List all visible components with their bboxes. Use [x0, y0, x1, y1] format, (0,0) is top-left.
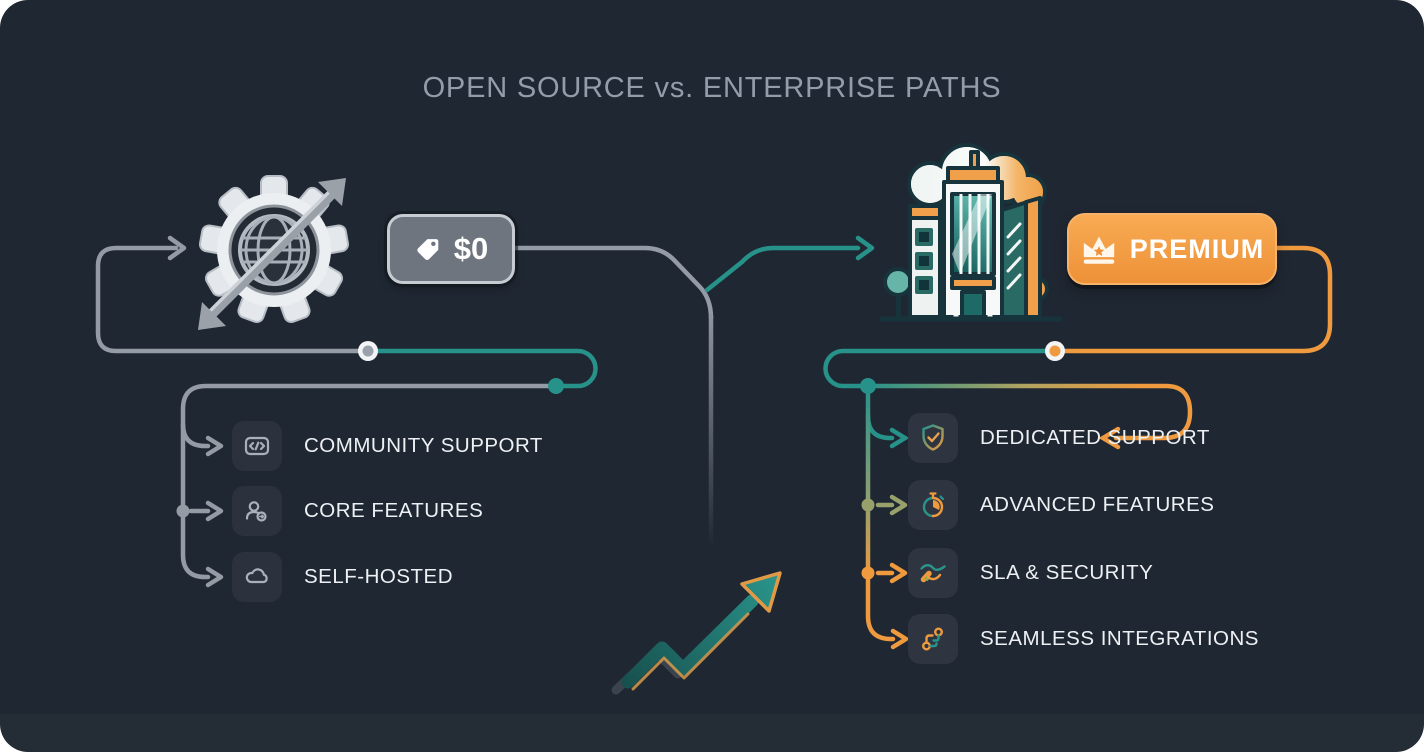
feature-icon-tile — [908, 413, 958, 463]
feature-row: SLA & SECURITY — [908, 548, 1153, 598]
shield-check-icon — [922, 424, 944, 451]
feature-label: CORE FEATURES — [304, 499, 484, 522]
feature-row: CORE FEATURES — [232, 486, 483, 536]
junction-dots — [176, 341, 1065, 580]
middle-split-connector — [513, 235, 875, 551]
cloud-icon — [245, 568, 268, 584]
premium-badge: PREMIUM — [1067, 213, 1277, 285]
feature-row: DEDICATED SUPPORT — [908, 413, 1210, 463]
feature-icon-tile — [908, 614, 958, 664]
user-plus-icon — [245, 501, 267, 522]
feature-label: COMMUNITY SUPPORT — [304, 434, 543, 457]
crown-icon — [1083, 236, 1114, 264]
feature-label: ADVANCED FEATURES — [980, 493, 1215, 516]
feature-row: SELF-HOSTED — [232, 552, 453, 602]
integrations-icon — [921, 627, 944, 651]
gear-globe-icon — [198, 175, 350, 330]
feature-row: SEAMLESS INTEGRATIONS — [908, 614, 1259, 664]
feature-label: SEAMLESS INTEGRATIONS — [980, 627, 1259, 650]
price-tag-icon — [417, 239, 439, 261]
feature-label: SELF-HOSTED — [304, 565, 454, 588]
page-title: OPEN SOURCE vs. ENTERPRISE PATHS — [422, 72, 1002, 104]
feature-row: ADVANCED FEATURES — [908, 480, 1214, 530]
feature-label: SLA & SECURITY — [980, 561, 1154, 584]
stopwatch-icon — [922, 492, 945, 518]
premium-badge-label: PREMIUM — [1129, 233, 1265, 264]
enterprise-building-icon — [879, 143, 1063, 322]
price-badge: $0 — [387, 214, 515, 284]
growth-arrow-icon — [611, 571, 782, 695]
open-source-teal-loop — [365, 348, 598, 389]
enterprise-orange-loop — [1060, 245, 1333, 450]
enterprise-vertical-line — [865, 383, 896, 642]
feature-label: DEDICATED SUPPORT — [980, 426, 1210, 449]
feature-icon-tile — [232, 421, 282, 471]
feature-row: COMMUNITY SUPPORT — [232, 421, 543, 471]
feature-icon-tile — [232, 486, 282, 536]
open-source-connector — [95, 235, 559, 588]
feature-icon-tile — [908, 480, 958, 530]
price-badge-label: $0 — [453, 231, 489, 266]
handshake-icon — [920, 564, 946, 583]
feature-icon-tile — [908, 548, 958, 598]
enterprise-branch-arrows — [875, 494, 909, 650]
code-icon — [244, 436, 270, 456]
enterprise-gradient-line — [863, 383, 1193, 441]
feature-icon-tile — [232, 552, 282, 602]
